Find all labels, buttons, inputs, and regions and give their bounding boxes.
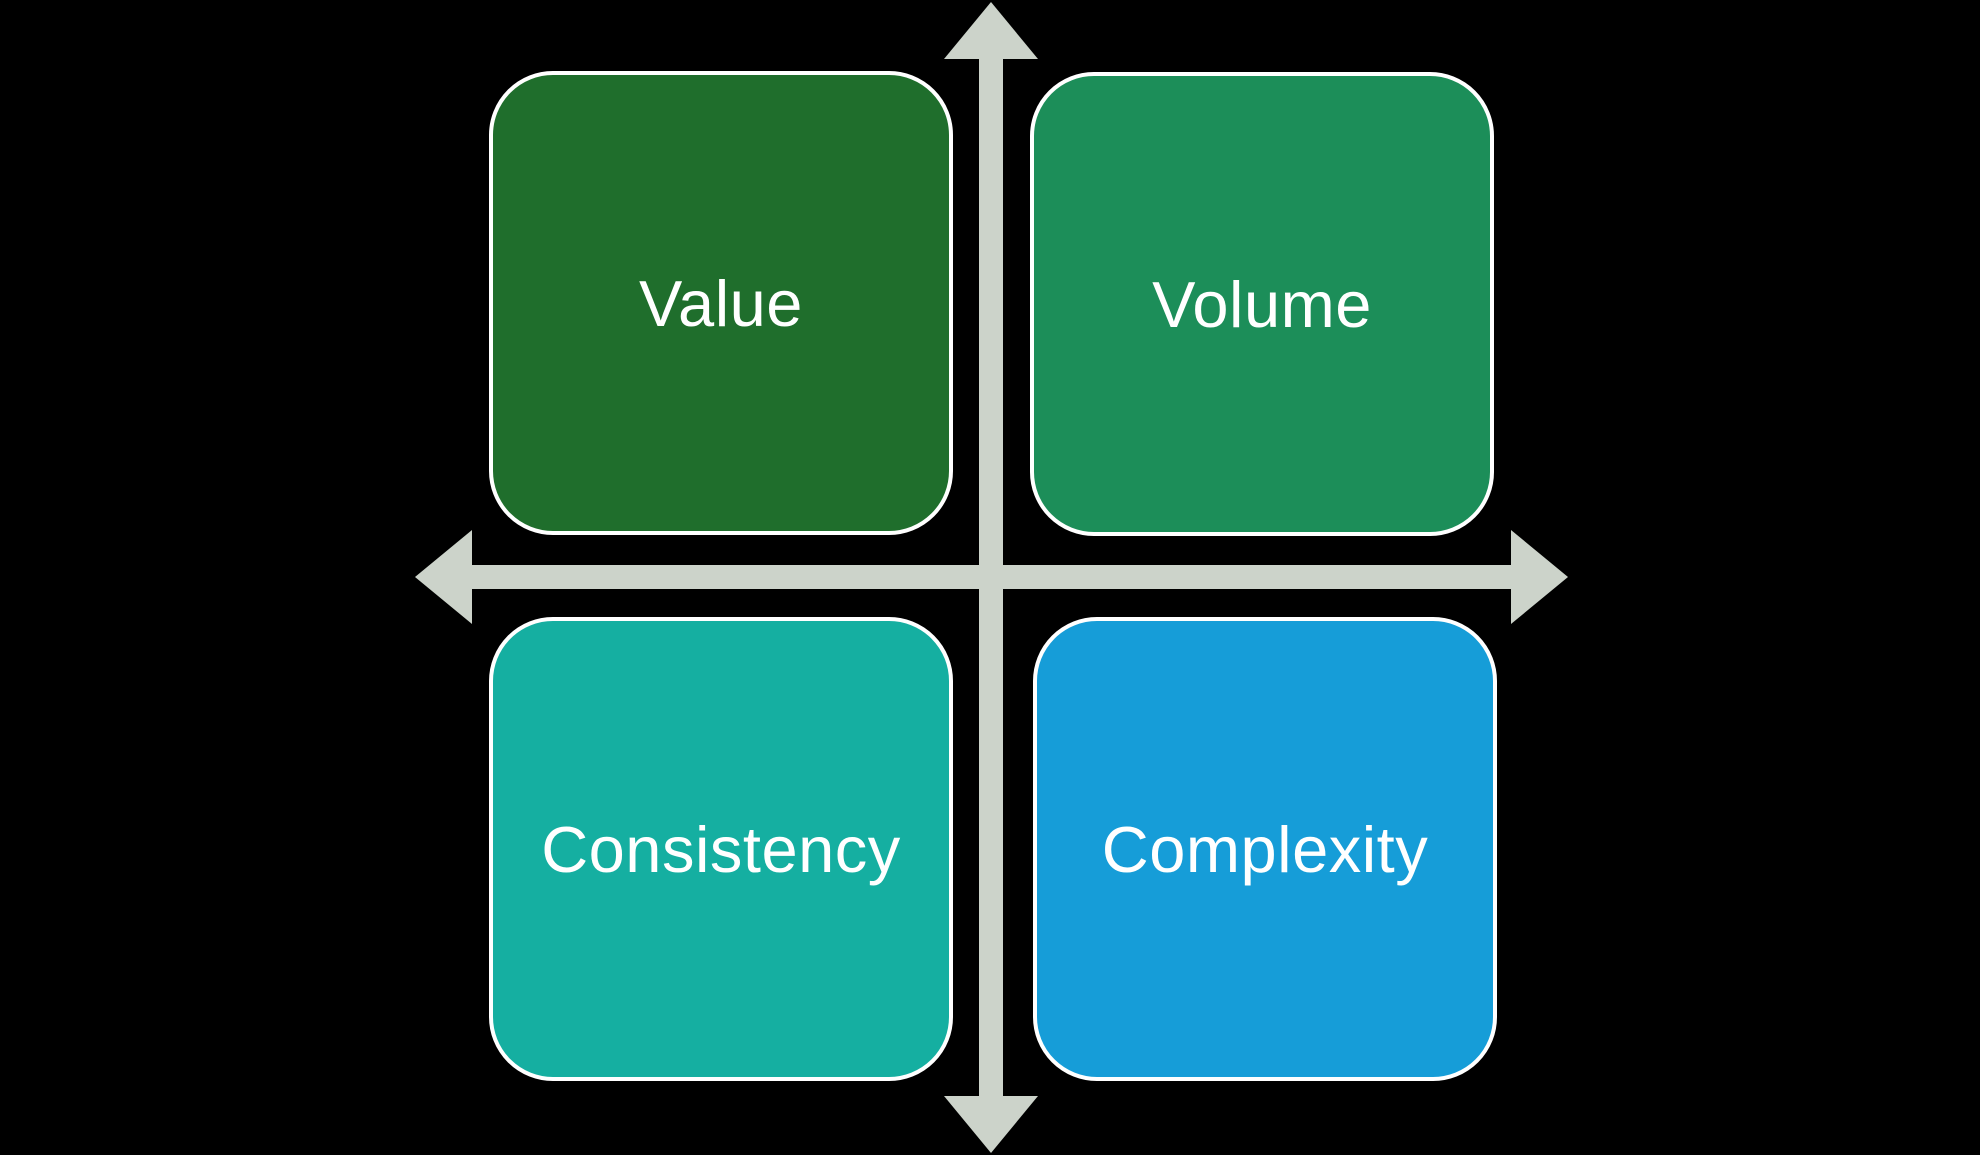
quadrant-volume-label: Volume [1152,267,1372,341]
horizontal-axis-line [470,565,1512,589]
arrowhead-left-icon [415,530,472,624]
quadrant-complexity-label: Complexity [1101,812,1429,886]
arrowhead-down-icon [944,1096,1038,1153]
arrowhead-right-icon [1511,530,1568,624]
quadrant-consistency-box: Consistency [489,617,953,1081]
arrowhead-up-icon [944,2,1038,59]
quadrant-consistency-label: Consistency [541,812,901,886]
quadrant-complexity-box: Complexity [1033,617,1497,1081]
quadrant-value-label: Value [639,266,803,340]
quadrant-value-box: Value [489,71,953,535]
quadrant-volume-box: Volume [1030,72,1494,536]
